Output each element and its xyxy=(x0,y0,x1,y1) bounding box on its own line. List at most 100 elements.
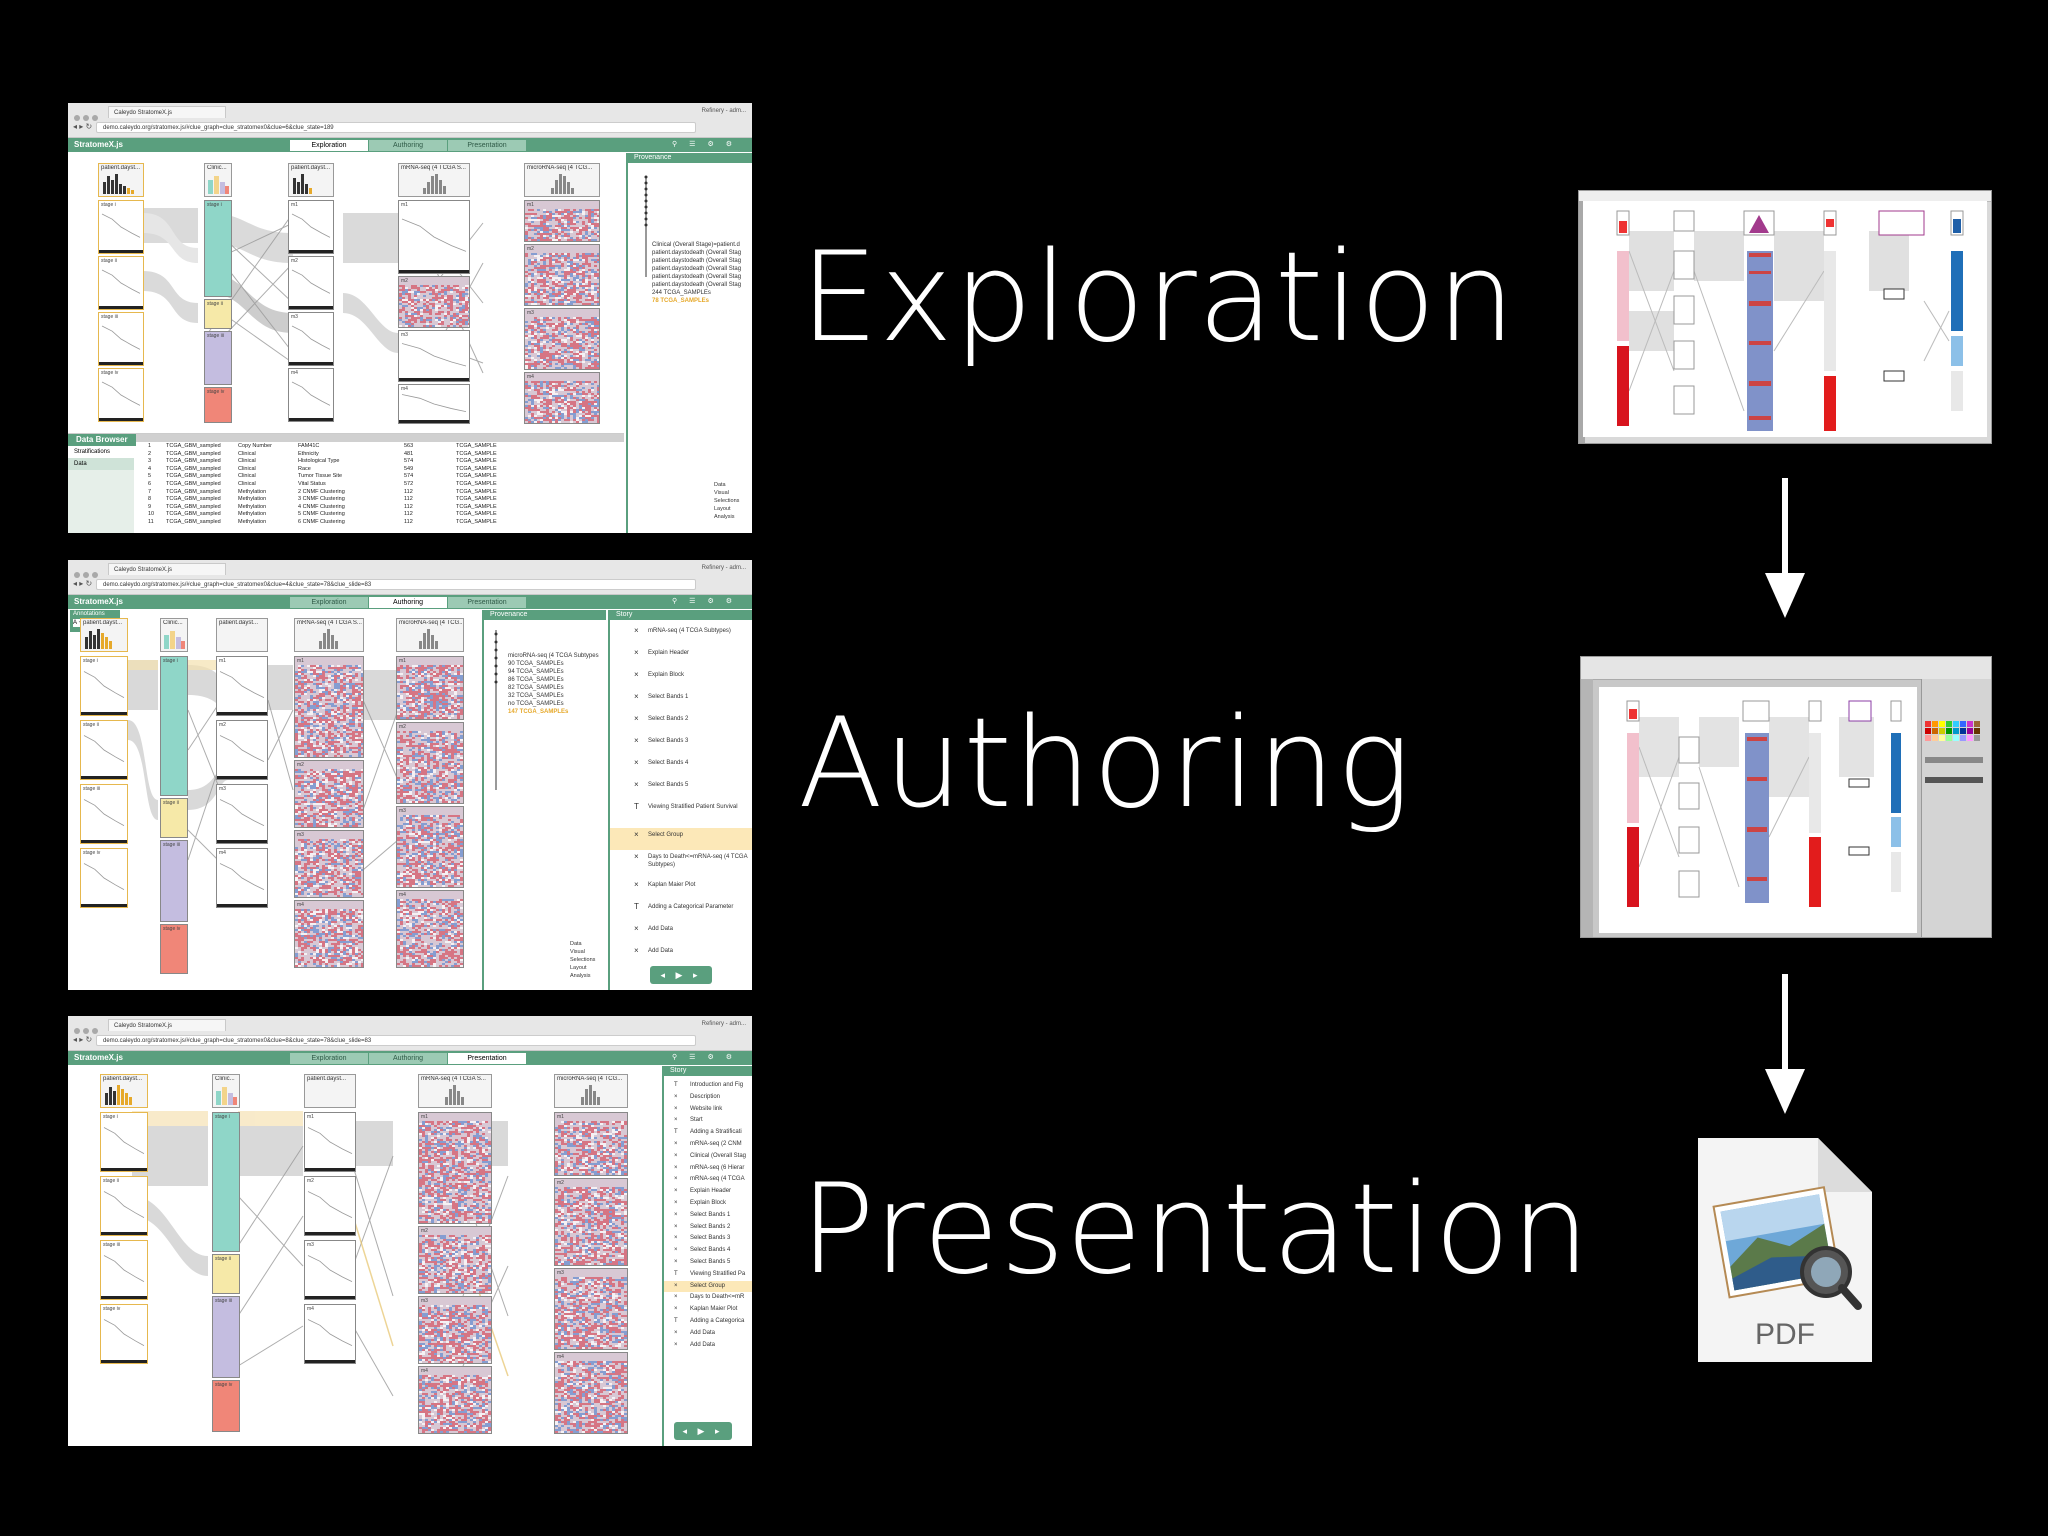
url-bar[interactable]: demo.caleydo.org/stratomex.js/#clue_grap… xyxy=(96,122,696,133)
group-microrna-m4[interactable]: m4 xyxy=(554,1352,628,1434)
column-header-clinical[interactable]: Clinic... xyxy=(160,618,188,652)
provenance-item[interactable]: patient.daystodeath (Overall Stag xyxy=(652,274,742,280)
group-microrna-m1[interactable]: m1 xyxy=(524,200,600,242)
story-item[interactable]: ×Clinical (Overall Stag xyxy=(664,1151,752,1163)
tab-exploration[interactable]: Exploration xyxy=(290,597,368,608)
column-header-clinical[interactable]: Clinic... xyxy=(212,1074,240,1108)
group-mrna-m4[interactable]: m4 xyxy=(418,1366,492,1434)
nav-buttons[interactable]: ◂ ▸ ↻ xyxy=(73,122,93,131)
group-clinical-stage-i[interactable]: stage i xyxy=(212,1112,240,1252)
group-clinical-stage-ii[interactable]: stage ii xyxy=(204,299,232,329)
remove-icon[interactable]: × xyxy=(634,626,639,635)
tab-authoring[interactable]: Authoring xyxy=(369,140,447,151)
provenance-item[interactable]: Clinical (Overall Stage)=patient.d xyxy=(652,242,740,248)
provenance-item[interactable]: no TCGA_SAMPLEs xyxy=(508,701,564,707)
group-stage-iv[interactable]: stage iv xyxy=(98,368,144,422)
group-mrna-m3[interactable]: m3 xyxy=(418,1296,492,1364)
remove-icon[interactable]: × xyxy=(634,758,639,767)
group-microrna-m2[interactable]: m2 xyxy=(554,1178,628,1266)
browser-tab[interactable]: Caleydo StratomeX.js xyxy=(108,1019,226,1031)
provenance-item[interactable]: patient.daystodeath (Overall Stag xyxy=(652,266,742,272)
group-m4[interactable]: m4 xyxy=(216,848,268,908)
group-microrna-m1[interactable]: m1 xyxy=(396,656,464,720)
toolbar-icons[interactable]: ⚲☰⚙⚙ xyxy=(672,1054,744,1061)
story-item[interactable]: ×Explain Header xyxy=(664,1186,752,1198)
column-header-mrna[interactable]: mRNA-seq (4 TCGA S... xyxy=(294,618,364,652)
group-stage-ii[interactable]: stage ii xyxy=(98,256,144,310)
provenance-item-current[interactable]: 78 TCGA_SAMPLEs xyxy=(652,298,710,304)
story-item[interactable]: ×mRNA-seq (2 CNM xyxy=(664,1139,752,1151)
filter-analysis[interactable]: Analysis xyxy=(570,973,591,979)
remove-icon[interactable]: × xyxy=(634,830,639,839)
group-mrna-m1[interactable]: m1 xyxy=(398,200,470,274)
remove-icon[interactable]: × xyxy=(634,780,639,789)
column-header-microrna[interactable]: microRNA-seq (4 TCG... xyxy=(396,618,464,652)
group-clinical-stage-iii[interactable]: stage iii xyxy=(204,331,232,385)
column-header-patient-2[interactable]: patient.dayst... xyxy=(304,1074,356,1108)
story-item[interactable]: ×Select Bands 4 xyxy=(610,756,752,778)
provenance-item[interactable]: 94 TCGA_SAMPLEs xyxy=(508,669,564,675)
group-mrna-m2[interactable]: m2 xyxy=(418,1226,492,1294)
group-microrna-m4[interactable]: m4 xyxy=(396,890,464,968)
group-clinical-stage-iv[interactable]: stage iv xyxy=(212,1380,240,1432)
group-clinical-stage-iii[interactable]: stage iii xyxy=(212,1296,240,1378)
browser-tab[interactable]: Caleydo StratomeX.js xyxy=(108,106,226,118)
group-m1[interactable]: m1 xyxy=(304,1112,356,1172)
group-microrna-m3[interactable]: m3 xyxy=(524,308,600,370)
tab-exploration[interactable]: Exploration xyxy=(290,140,368,151)
tab-presentation[interactable]: Presentation xyxy=(448,1053,526,1064)
story-item[interactable]: ×Select Bands 1 xyxy=(610,690,752,712)
filter-analysis[interactable]: Analysis xyxy=(714,514,735,520)
story-item[interactable]: ×Explain Header xyxy=(610,646,752,668)
column-header-patient-2[interactable]: patient.dayst... xyxy=(288,163,334,197)
group-clinical-stage-iv[interactable]: stage iv xyxy=(160,924,188,974)
window-controls[interactable] xyxy=(74,108,101,126)
browser-tab[interactable]: Caleydo StratomeX.js xyxy=(108,563,226,575)
group-clinical-stage-ii[interactable]: stage ii xyxy=(160,798,188,838)
story-item[interactable]: ×Kaplan Maier Plot xyxy=(664,1304,752,1316)
filter-data[interactable]: Data xyxy=(570,941,582,947)
story-player-controls[interactable]: ◂ ▶ ▸ xyxy=(674,1422,732,1440)
story-item[interactable]: ×Add Data xyxy=(610,922,752,944)
group-m3[interactable]: m3 xyxy=(216,784,268,844)
group-microrna-m2[interactable]: m2 xyxy=(396,722,464,804)
group-stage-i[interactable]: stage i xyxy=(98,200,144,254)
tab-exploration[interactable]: Exploration xyxy=(290,1053,368,1064)
story-item[interactable]: ×Kaplan Maier Plot xyxy=(610,878,752,900)
provenance-item[interactable]: 86 TCGA_SAMPLEs xyxy=(508,677,564,683)
provenance-item[interactable]: patient.daystodeath (Overall Stag xyxy=(652,282,742,288)
story-item[interactable]: ×Add Data xyxy=(610,944,752,966)
story-item[interactable]: ×Select Bands 1 xyxy=(664,1210,752,1222)
url-bar[interactable]: demo.caleydo.org/stratomex.js/#clue_grap… xyxy=(96,579,696,590)
group-microrna-m1[interactable]: m1 xyxy=(554,1112,628,1176)
remove-icon[interactable]: × xyxy=(634,852,639,861)
story-item[interactable]: ×Select Bands 2 xyxy=(664,1222,752,1234)
story-item[interactable]: ×Start xyxy=(664,1115,752,1127)
remove-icon[interactable]: × xyxy=(634,692,639,701)
group-stage-i[interactable]: stage i xyxy=(100,1112,148,1172)
group-stage-i[interactable]: stage i xyxy=(80,656,128,716)
group-microrna-m3[interactable]: m3 xyxy=(554,1268,628,1350)
group-m2[interactable]: m2 xyxy=(304,1176,356,1236)
tab-presentation[interactable]: Presentation xyxy=(448,597,526,608)
story-item[interactable]: ×Add Data xyxy=(664,1328,752,1340)
group-stage-iii[interactable]: stage iii xyxy=(100,1240,148,1300)
remove-icon[interactable]: × xyxy=(634,648,639,657)
column-header-patient[interactable]: patient.dayst... xyxy=(100,1074,148,1108)
provenance-item[interactable]: 90 TCGA_SAMPLEs xyxy=(508,661,564,667)
story-item[interactable]: ×Website link xyxy=(664,1104,752,1116)
filter-selections[interactable]: Selections xyxy=(714,498,740,504)
group-mrna-m1[interactable]: m1 xyxy=(294,656,364,758)
